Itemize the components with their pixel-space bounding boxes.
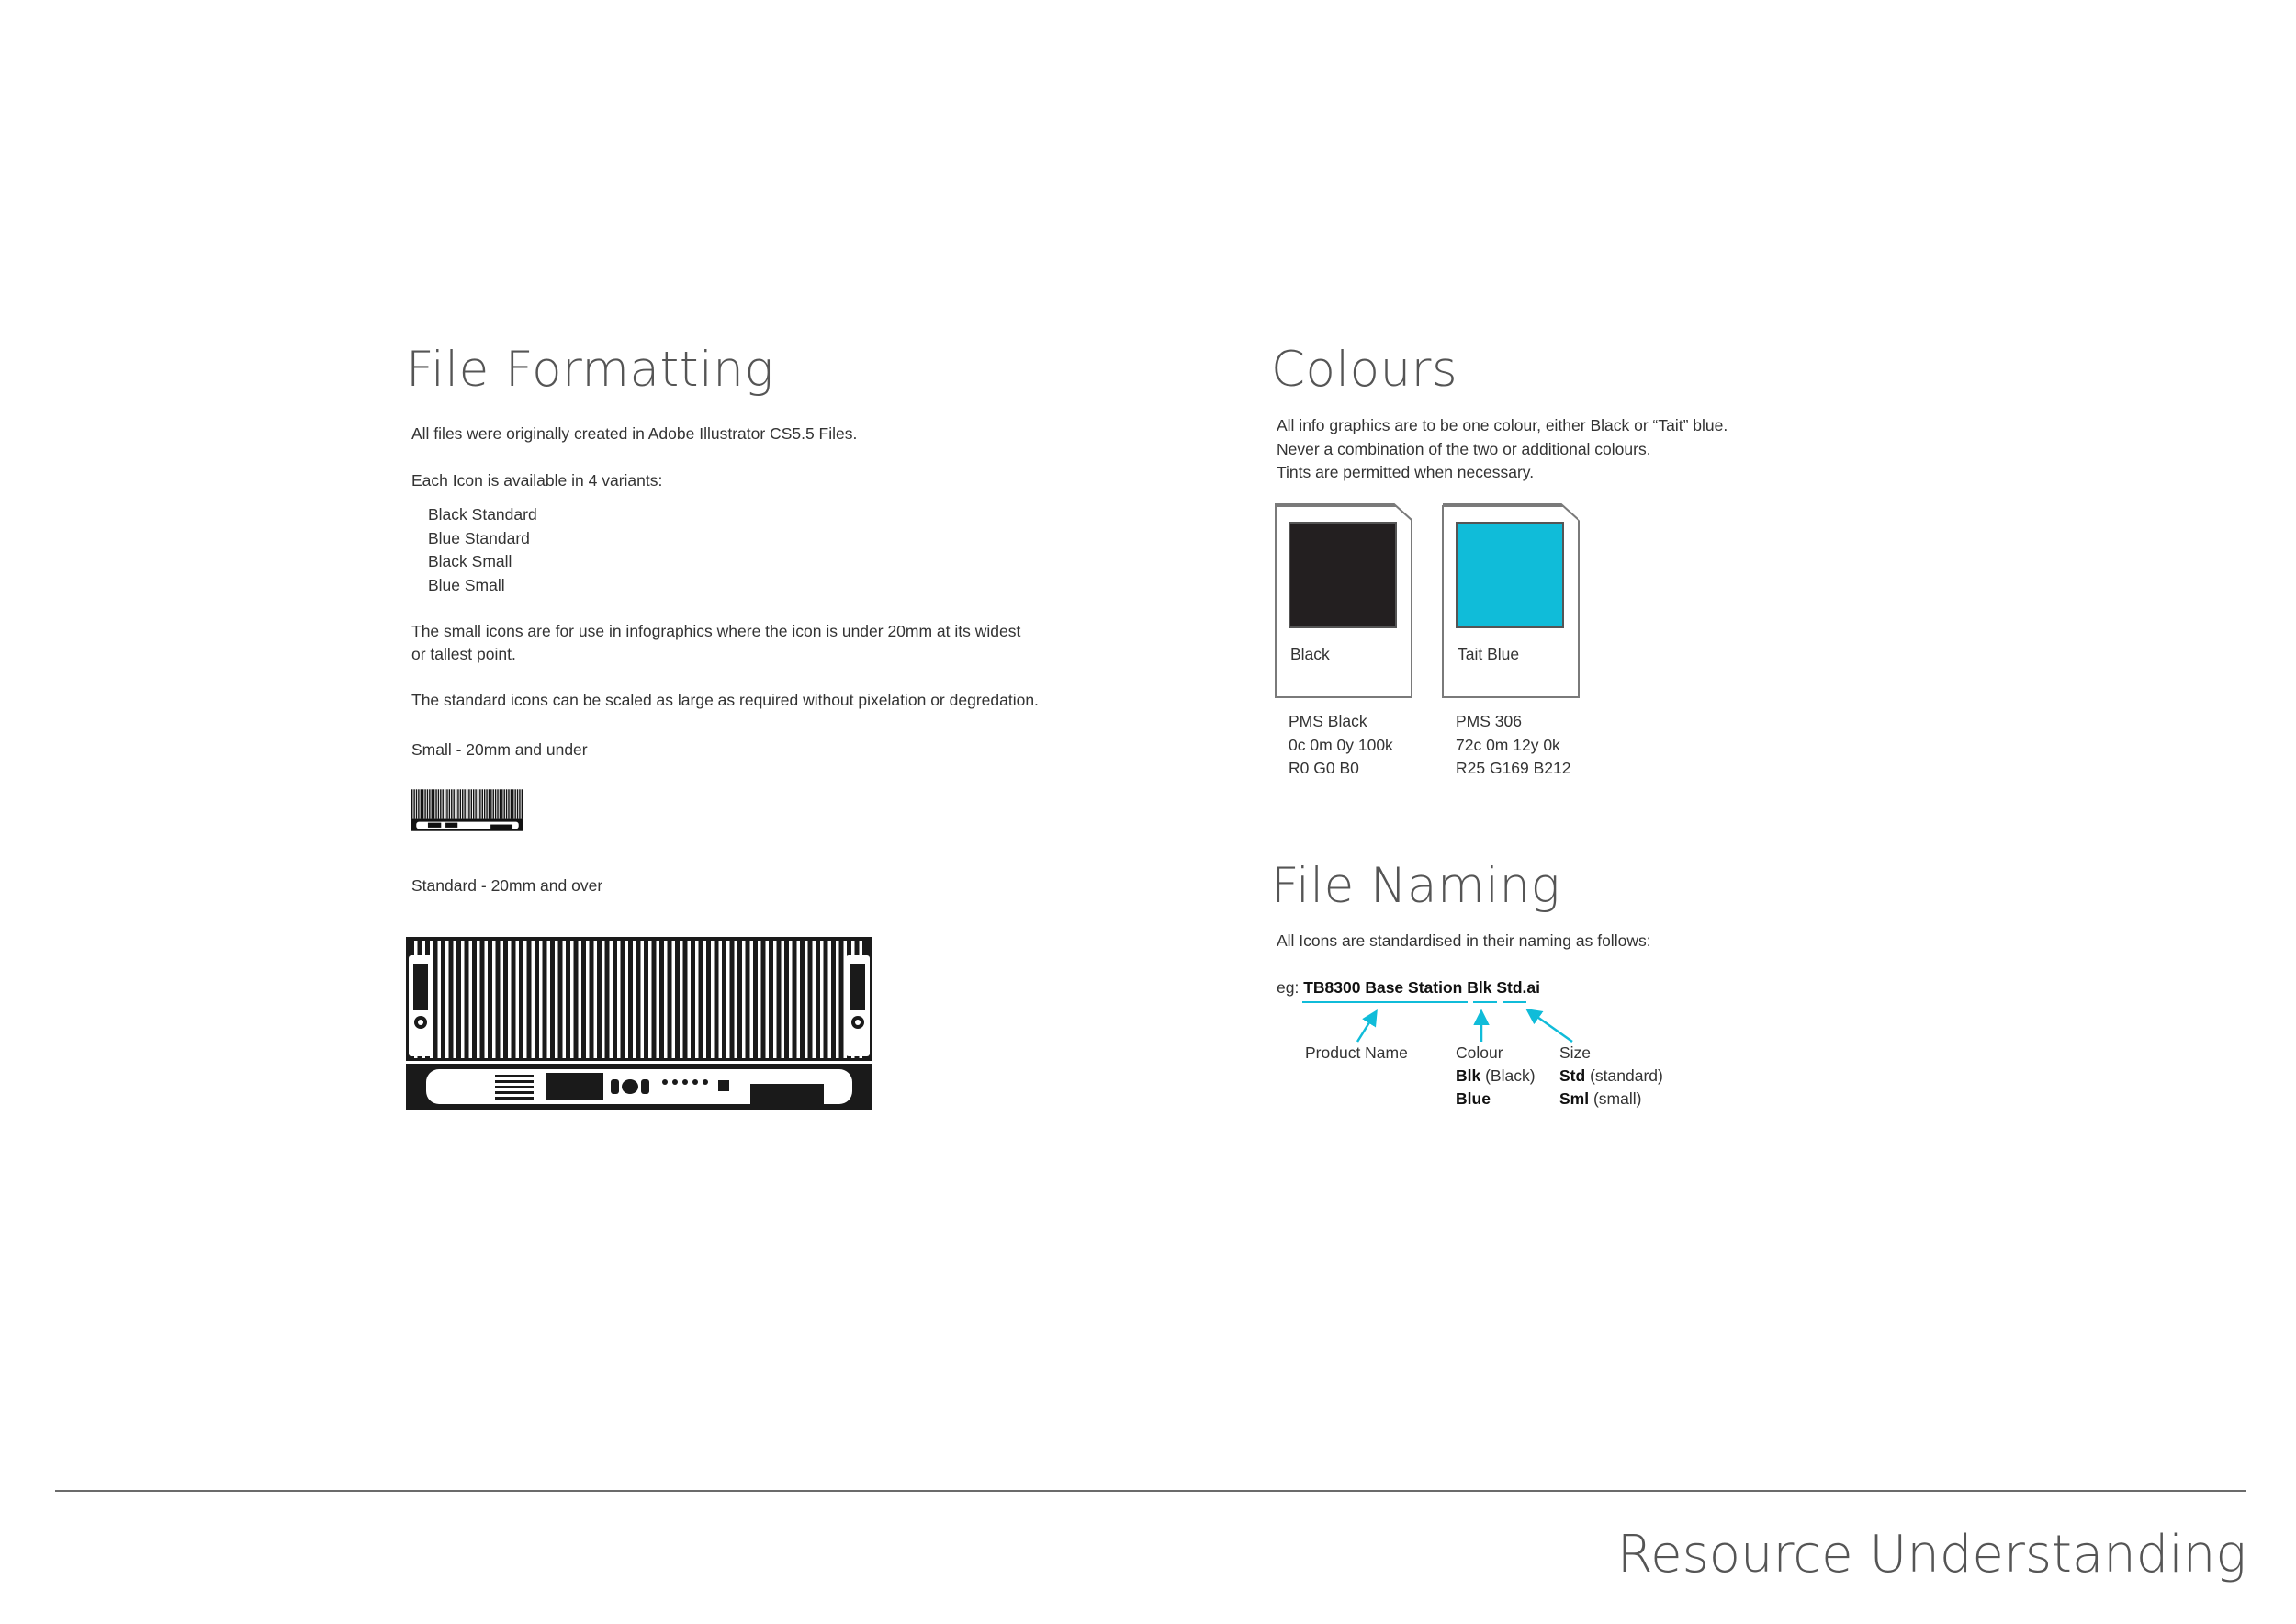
size-label: Size — [1559, 1043, 1592, 1062]
base-station-icon — [406, 937, 872, 1110]
spec-line: R0 G0 B0 — [1289, 759, 1359, 777]
variants-intro: Each Icon is available in 4 variants: — [411, 471, 663, 490]
variant-item: Black Small — [428, 552, 512, 570]
base-station-icon-small — [411, 789, 523, 831]
file-naming-intro: All Icons are standardised in their nami… — [1277, 931, 1651, 950]
example-colour: Blk — [1467, 978, 1492, 997]
size-desc-small: (small) — [1593, 1089, 1642, 1108]
size-desc-standard: (standard) — [1590, 1066, 1663, 1085]
variants-list: Black Standard Blue Standard Black Small… — [428, 503, 537, 597]
swatch-black — [1289, 522, 1397, 628]
file-formatting-title: File Formatting — [406, 342, 774, 398]
size-underline — [1503, 1001, 1526, 1003]
colour-code-blk: Blk — [1456, 1066, 1481, 1085]
variant-item: Blue Small — [428, 575, 505, 594]
colour-legend: Colour Blk (Black) Blue — [1456, 1042, 1536, 1111]
swatch-tait-blue — [1456, 522, 1564, 628]
small-note-line-2: or tallest point. — [411, 645, 516, 663]
colours-description: All info graphics are to be one colour, … — [1277, 414, 1728, 485]
standard-note: The standard icons can be scaled as larg… — [411, 691, 1039, 709]
naming-arrows — [1356, 1008, 1573, 1043]
variant-item: Blue Standard — [428, 528, 530, 547]
swatch-spec-black: PMS Black 0c 0m 0y 100k R0 G0 B0 — [1289, 710, 1393, 781]
standard-label: Standard - 20mm and over — [411, 876, 603, 895]
colours-line: All info graphics are to be one colour, … — [1277, 416, 1728, 434]
example-size: Std.ai — [1496, 978, 1540, 997]
spec-line: 0c 0m 0y 100k — [1289, 735, 1393, 754]
footer-title: Resource Understanding — [1616, 1525, 2246, 1585]
naming-example: eg: TB8300 Base Station Blk Std.ai — [1277, 976, 1540, 999]
file-formatting-intro: All files were originally created in Ado… — [411, 424, 858, 443]
colour-underline — [1473, 1001, 1497, 1003]
footer-divider — [55, 1490, 2246, 1492]
example-prefix: eg: — [1277, 978, 1300, 997]
product-underline — [1302, 1001, 1468, 1003]
spec-line: 72c 0m 12y 0k — [1456, 735, 1560, 754]
colour-code-blue: Blue — [1456, 1089, 1491, 1108]
colour-desc-black: (Black) — [1485, 1066, 1536, 1085]
swatch-card-outline — [1275, 503, 1578, 698]
product-arrow — [1356, 1009, 1378, 1043]
size-code-std: Std — [1559, 1066, 1586, 1085]
example-product: TB8300 Base Station — [1303, 978, 1463, 997]
swatch-label-black: Black — [1290, 645, 1330, 663]
product-name-label: Product Name — [1305, 1043, 1408, 1062]
variant-item: Black Standard — [428, 505, 537, 524]
spec-line: PMS 306 — [1456, 712, 1522, 730]
swatch-card-black: Black — [1275, 505, 1412, 698]
swatch-label-tait-blue: Tait Blue — [1458, 645, 1520, 663]
colours-line: Never a combination of the two or additi… — [1277, 439, 1651, 458]
file-naming-title: File Naming — [1271, 858, 1560, 914]
size-legend: Size Std (standard) Sml (small) — [1559, 1042, 1663, 1111]
spec-line: R25 G169 B212 — [1456, 759, 1571, 777]
small-note-line-1: The small icons are for use in infograph… — [411, 622, 1021, 640]
swatch-spec-tait-blue: PMS 306 72c 0m 12y 0k R25 G169 B212 — [1456, 710, 1571, 781]
swatch-card-tait-blue: Tait Blue — [1442, 505, 1580, 698]
colour-label: Colour — [1456, 1043, 1503, 1062]
size-arrow — [1525, 1008, 1573, 1043]
spec-line: PMS Black — [1289, 712, 1367, 730]
small-label: Small - 20mm and under — [411, 740, 588, 759]
colours-title: Colours — [1271, 342, 1458, 398]
colours-line: Tints are permitted when necessary. — [1277, 463, 1535, 481]
size-code-sml: Sml — [1559, 1089, 1590, 1108]
